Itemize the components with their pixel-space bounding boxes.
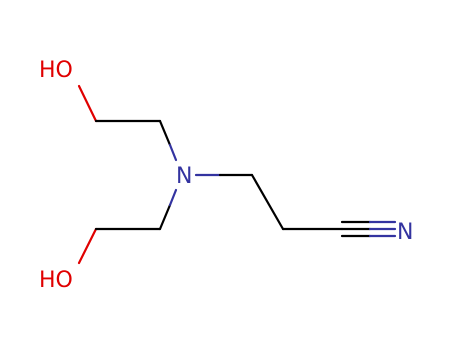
atom-label-ho-top: HO — [39, 58, 73, 83]
bond-c5-c6 — [250, 173, 285, 231]
bond-o1-c1 — [77, 84, 98, 123]
bond-c4-n — [158, 203, 172, 231]
bond-c2-n — [158, 119, 172, 147]
atom-label-ho-bottom: HO — [39, 268, 73, 293]
atom-label-n-nitrile: N — [397, 220, 413, 245]
atom-label-n-center: N — [176, 164, 192, 189]
bond-c2-n-n-part — [168, 143, 178, 162]
bonds — [77, 84, 397, 265]
bond-c4-n-n-part — [168, 188, 178, 207]
bond-o2-c3 — [77, 227, 98, 265]
triple-bond-cn — [340, 220, 397, 238]
